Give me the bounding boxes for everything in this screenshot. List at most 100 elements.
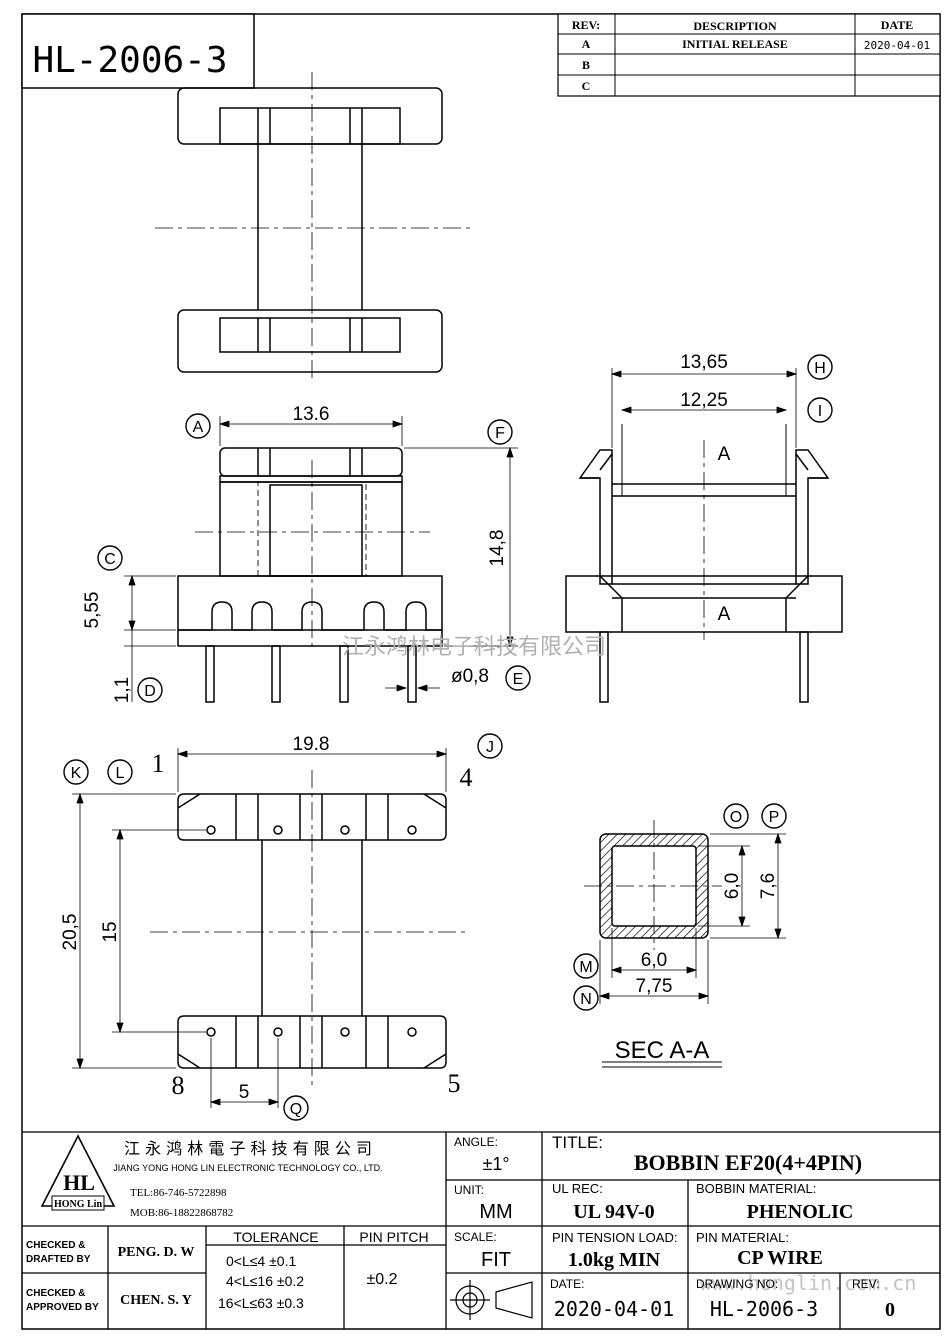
date-header: DATE (881, 18, 913, 32)
title-value: BOBBIN EF20(4+4PIN) (634, 1150, 862, 1175)
callout-m: M (579, 959, 592, 976)
sheet-border (21, 13, 941, 1330)
rev-row-b: B (582, 58, 590, 72)
callout-o: O (730, 809, 742, 826)
title-block-texts: ANGLE: ±1° TITLE: BOBBIN EF20(4+4PIN) UN… (26, 1133, 895, 1321)
pin-number-4: 4 (460, 763, 473, 792)
section-mark-bottom: A (718, 604, 731, 625)
callout-p: P (769, 809, 780, 826)
tolerance-row-1: 0<L≤4 ±0.1 (226, 1253, 296, 1269)
pin-pitch-value: ±0.2 (366, 1271, 397, 1288)
side-view (565, 424, 843, 703)
side-dimensions (610, 368, 798, 448)
dim-bottom-depth: 20,5 (60, 914, 81, 951)
pin-number-8: 8 (172, 1071, 185, 1100)
company-mob: MOB:86-18822868782 (130, 1207, 233, 1219)
description-header: DESCRIPTION (693, 19, 777, 33)
pin-material-value: CP WIRE (737, 1247, 823, 1269)
callout-k: K (71, 765, 82, 782)
checked-approved-label-1: CHECKED & (26, 1288, 85, 1299)
pin-material-label: PIN MATERIAL: (696, 1230, 789, 1245)
rev-label: REV: (852, 1277, 880, 1291)
dim-sec-inner-h: 6,0 (722, 873, 743, 899)
top-view (155, 72, 470, 380)
date-value: 2020-04-01 (554, 1297, 674, 1321)
dim-side-outer: 13,65 (680, 352, 728, 373)
dim-sec-outer-w: 7,75 (636, 976, 673, 997)
unit-label: UNIT: (454, 1183, 484, 1197)
dim-base-height: 5,55 (82, 592, 103, 629)
rev-row-a: A (582, 37, 591, 51)
rev-row-c: C (582, 79, 591, 93)
part-number: HL-2006-3 (32, 40, 227, 81)
callout-n: N (580, 991, 592, 1008)
callout-f: F (495, 425, 505, 442)
bobbin-material-label: BOBBIN MATERIAL: (696, 1181, 816, 1196)
tolerance-row-3: 16<L≤63 ±0.3 (218, 1295, 304, 1311)
dim-total-height: 14,8 (487, 530, 508, 567)
scale-label: SCALE: (454, 1230, 497, 1244)
drawing-no-value: HL-2006-3 (710, 1297, 818, 1321)
dim-pin-row-pitch: 15 (100, 921, 121, 942)
dim-top-width: 13.6 (293, 404, 330, 425)
section-mark-top: A (718, 444, 731, 465)
front-dimensions (124, 416, 518, 702)
callout-circles (63, 354, 833, 1121)
watermark-url: www.honglin.com.cn (700, 1271, 917, 1295)
scale-value: FIT (481, 1249, 511, 1271)
callout-a: A (193, 419, 204, 436)
callout-c: C (104, 551, 116, 568)
part-number-box: HL-2006-3 (21, 13, 255, 89)
company-tel: TEL:86-746-5722898 (130, 1187, 227, 1199)
angle-value: ±1° (482, 1154, 509, 1174)
callout-e: E (513, 671, 524, 688)
section-label: SEC A-A (615, 1037, 710, 1064)
callout-letters: A F C D E H I J K L M N O P Q (71, 360, 826, 1118)
pin-number-5: 5 (448, 1069, 461, 1098)
pin-pitch-label: PIN PITCH (359, 1229, 428, 1245)
unit-value: MM (479, 1201, 512, 1223)
bottom-dimensions (72, 748, 448, 1108)
company-name-cn: 江 永 鸿 林 電 子 科 技 有 限 公 司 (124, 1139, 372, 1158)
projection-symbol-icon (450, 1280, 533, 1320)
angle-label: ANGLE: (454, 1135, 498, 1149)
dim-pin-pitch: 5 (239, 1082, 250, 1103)
ul-label: UL REC: (552, 1181, 603, 1196)
callout-i: I (818, 403, 822, 420)
checked-drafted-label-1: CHECKED & (26, 1240, 85, 1251)
checked-approved-label-2: APPROVED BY (26, 1302, 99, 1313)
checked-approved-value: CHEN. S. Y (120, 1293, 192, 1308)
checked-drafted-value: PENG. D. W (118, 1245, 195, 1260)
callout-h: H (814, 360, 826, 377)
watermark: 江永鸿林电子科技有限公司 (342, 635, 606, 660)
callout-q: Q (290, 1101, 302, 1118)
company-logo: HL HONG Lin (40, 1134, 116, 1211)
callout-j: J (486, 739, 494, 756)
title-block (22, 1131, 940, 1329)
revision-table: REV: DESCRIPTION DATE A INITIAL RELEASE … (557, 13, 941, 97)
dimension-texts: 13.6 14,8 5,55 1,1 ø0,8 13,65 12,25 19.8… (60, 352, 779, 1103)
company-name-en: JIANG YONG HONG LIN ELECTRONIC TECHNOLOG… (113, 1163, 382, 1173)
pin-numbers: 1 4 5 8 (152, 749, 473, 1100)
drawing-no-label: DRAWING NO: (696, 1277, 778, 1291)
dim-pin-diameter: ø0,8 (451, 666, 489, 687)
pin-tension-value: 1.0kg MIN (568, 1249, 661, 1271)
front-view (177, 447, 443, 703)
rev-row-a-description: INITIAL RELEASE (682, 37, 788, 51)
callout-d: D (144, 683, 156, 700)
rev-row-a-date: 2020-04-01 (864, 39, 930, 52)
dim-bottom-width: 19.8 (293, 734, 330, 755)
bottom-view (150, 770, 470, 1090)
logo-text: HL (63, 1170, 95, 1195)
rev-value: 0 (885, 1299, 895, 1321)
pin-tension-label: PIN TENSION LOAD: (552, 1230, 677, 1245)
pin-number-1: 1 (152, 749, 165, 778)
checked-drafted-label-2: DRAFTED BY (26, 1254, 91, 1265)
dim-sec-inner-w: 6,0 (641, 950, 667, 971)
rev-header: REV: (572, 18, 600, 32)
title-label: TITLE: (552, 1133, 603, 1152)
bobbin-material-value: PHENOLIC (747, 1201, 854, 1223)
callout-l: L (116, 765, 125, 782)
logo-sub: HONG Lin (54, 1199, 103, 1210)
